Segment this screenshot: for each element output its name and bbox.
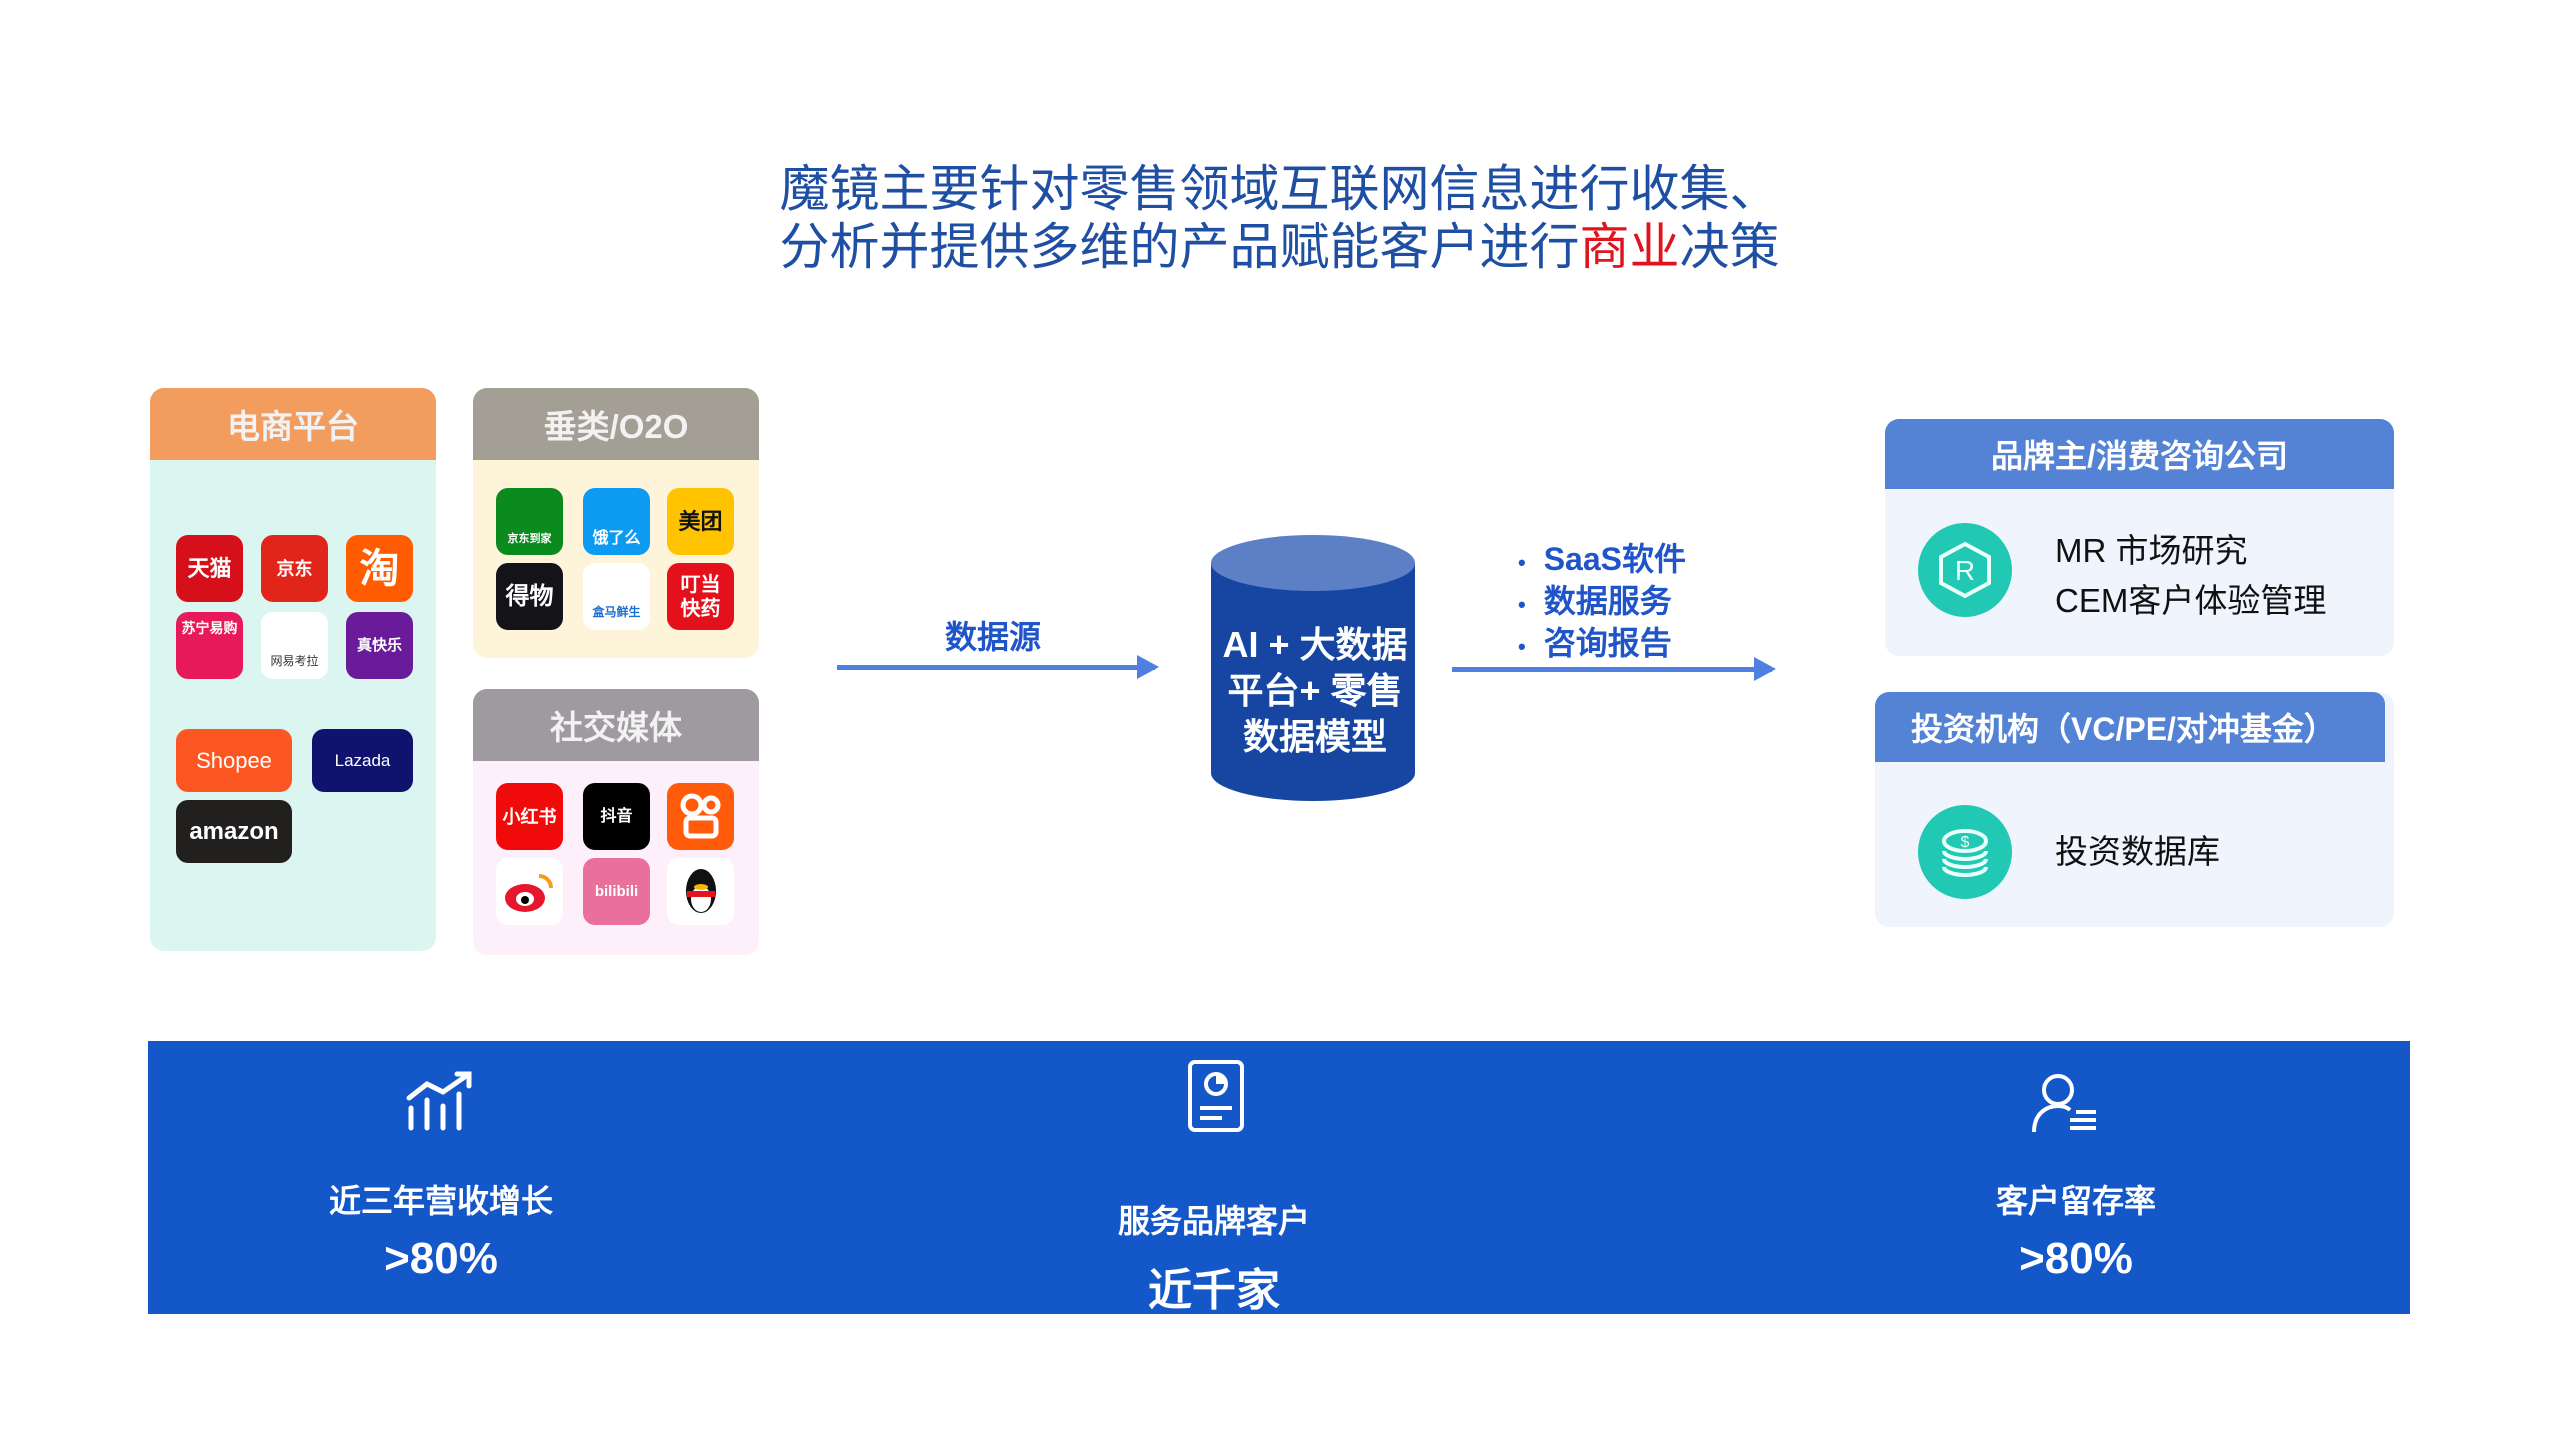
social-panel: 社交媒体 小红书 抖音 快手 微博 bilibili QQ — [473, 689, 759, 955]
svg-text:R: R — [1955, 555, 1975, 586]
database-cylinder-icon — [1211, 535, 1415, 801]
user-list-icon — [2032, 1074, 2096, 1133]
jd-icon: 京东 — [261, 535, 328, 602]
client-card-header: 品牌主/消费咨询公司 — [1885, 419, 2394, 489]
client-card-header: 投资机构（VC/PE/对冲基金） — [1875, 692, 2385, 762]
qq-glyph — [686, 869, 716, 913]
ecommerce-panel: 电商平台 天猫 京东 淘 苏宁易购 网易考拉 真快乐 Shopee Lazada… — [150, 388, 436, 951]
suning-icon: 苏宁易购 — [176, 612, 243, 679]
platform-label: AI + 大数据平台+ 零售数据模型 — [1222, 624, 1408, 757]
page-title: 魔镜主要针对零售领域互联网信息进行收集、 分析并提供多维的产品赋能客户进行商业决… — [779, 161, 1780, 275]
output-item: •咨询报告 — [1518, 625, 1672, 661]
zhenkuaile-icon: 真快乐 — [346, 612, 413, 679]
client-card-investor: 投资机构（VC/PE/对冲基金） $ 投资数据库 — [1875, 692, 2394, 927]
eleme-icon: 饿了么 — [583, 488, 650, 555]
coins-icon: $ — [1918, 805, 2012, 899]
outputs-list: •SaaS软件 •数据服务 •咨询报告 — [1518, 540, 1686, 666]
data-source-label: 数据源 — [945, 619, 1042, 655]
taobao-icon: 淘 — [346, 535, 413, 602]
report-icon — [1188, 1060, 1244, 1132]
kaola-icon: 网易考拉 — [261, 612, 328, 679]
stat-brand-clients: 服务品牌客户近千家 — [1117, 1203, 1310, 1315]
output-item: •数据服务 — [1518, 583, 1672, 619]
o2o-header: 垂类/O2O — [473, 388, 759, 460]
stats-band — [148, 1041, 2410, 1314]
bilibili-icon: bilibili — [583, 858, 650, 925]
svg-text:$: $ — [1961, 834, 1970, 851]
arrow-to-clients — [1452, 657, 1776, 681]
dewu-icon: 得物 — [496, 563, 563, 630]
o2o-panel: 垂类/O2O 京东到家 饿了么 美团 得物 盒马鲜生 叮当快药 — [473, 388, 759, 658]
weibo-glyph — [505, 874, 553, 912]
hema-icon: 盒马鲜生 — [583, 563, 650, 630]
tmall-icon: 天猫 — [176, 535, 243, 602]
arrow-to-platform — [837, 655, 1159, 679]
xiaohongshu-icon: 小红书 — [496, 783, 563, 850]
ecommerce-header: 电商平台 — [150, 388, 436, 460]
jddaojia-icon: 京东到家 — [496, 488, 563, 555]
r-hexagon-icon: R — [1918, 523, 2012, 617]
title-highlight: 商业 — [1579, 219, 1680, 275]
stat-retention: 客户留存率>80% — [1995, 1183, 2156, 1283]
growth-chart-icon — [406, 1071, 472, 1131]
kuaishou-glyph — [680, 793, 721, 839]
shopee-icon: Shopee — [176, 729, 292, 792]
stat-revenue-growth: 近三年营收增长>80% — [328, 1183, 553, 1283]
output-item: •SaaS软件 — [1518, 541, 1686, 577]
social-header: 社交媒体 — [473, 689, 759, 761]
amazon-icon: amazon — [176, 800, 292, 863]
meituan-icon: 美团 — [667, 488, 734, 555]
lazada-icon: Lazada — [312, 729, 413, 792]
douyin-icon: 抖音 — [583, 783, 650, 850]
dingdang-icon: 叮当快药 — [667, 563, 734, 630]
